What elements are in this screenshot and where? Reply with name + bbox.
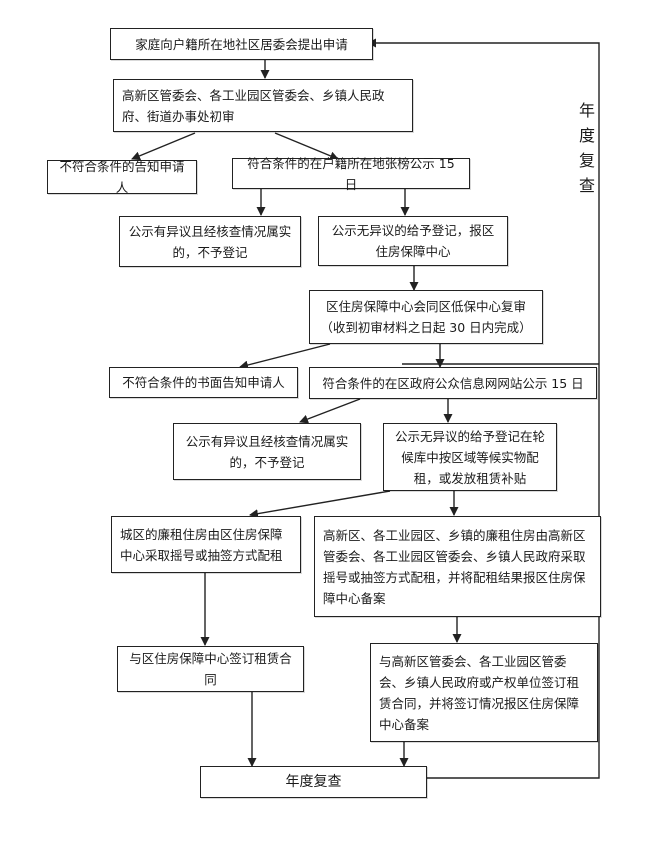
node-district-review: 区住房保障中心会同区低保中心复审（收到初审材料之日起 30 日内完成） — [309, 290, 543, 344]
arrow-review-to-reject — [131, 132, 196, 161]
node-reject-notify: 不符合条件的告知申请人 — [47, 159, 197, 195]
node-publicize-local-text: 符合条件的在户籍所在地张榜公示 15 日 — [247, 155, 455, 192]
node-first-review-text: 高新区管委会、各工业园区管委会、乡镇人民政府、街道办事处初审 — [122, 87, 385, 124]
node-annual-review-text: 年度复查 — [285, 773, 342, 790]
node-district-review-text: 区住房保障中心会同区低保中心复审（收到初审材料之日起 30 日内完成） — [320, 299, 532, 335]
node-city-allocation-text: 城区的廉租住房由区住房保障中心采取摇号或抽签方式配租 — [120, 526, 283, 563]
node-objection-reject-2-text: 公示有异议且经核查情况属实的，不予登记 — [185, 433, 349, 470]
node-apply-text: 家庭向户籍所在地社区居委会提出申请 — [135, 36, 348, 52]
node-objection-reject-2: 公示有异议且经核查情况属实的，不予登记 — [173, 423, 361, 480]
arrow-review-to-publicize — [274, 132, 339, 161]
node-publicize-web: 符合条件的在区政府公众信息网网站公示 15 日 — [309, 367, 597, 399]
node-town-contract-text: 与高新区管委会、各工业园区管委会、乡镇人民政府或产权单位签订租赁合同，并将签订情… — [379, 653, 580, 732]
loop-label: 年度复查 — [578, 101, 595, 195]
node-city-allocation: 城区的廉租住房由区住房保障中心采取摇号或抽签方式配租 — [111, 516, 301, 573]
node-town-contract: 与高新区管委会、各工业园区管委会、乡镇人民政府或产权单位签订租赁合同，并将签订情… — [370, 643, 598, 742]
node-written-reject-text: 不符合条件的书面告知申请人 — [122, 375, 285, 390]
node-publicize-local: 符合条件的在户籍所在地张榜公示 15 日 — [232, 156, 470, 192]
arrow-district-to-written-reject — [239, 343, 331, 370]
arrow-web-to-objection-2 — [299, 398, 361, 424]
node-no-objection-register-2: 公示无异议的给予登记在轮候库中按区域等候实物配租，或发放租赁补贴 — [383, 423, 557, 491]
node-city-contract: 与区住房保障中心签订租赁合同 — [117, 646, 304, 692]
node-town-allocation: 高新区、各工业园区、乡镇的廉租住房由高新区管委会、各工业园区管委会、乡镇人民政府… — [314, 516, 601, 617]
node-no-objection-register-1-text: 公示无异议的给予登记，报区住房保障中心 — [331, 223, 495, 259]
node-annual-review: 年度复查 — [200, 766, 427, 798]
node-city-contract-text: 与区住房保障中心签订租赁合同 — [129, 651, 292, 687]
node-written-reject: 不符合条件的书面告知申请人 — [109, 367, 298, 398]
node-objection-reject-1: 公示有异议且经核查情况属实的，不予登记 — [119, 216, 301, 267]
node-no-objection-register-1: 公示无异议的给予登记，报区住房保障中心 — [318, 216, 508, 266]
annual-review-loop-line — [367, 38, 600, 779]
node-no-objection-register-2-text: 公示无异议的给予登记在轮候库中按区域等候实物配租，或发放租赁补贴 — [394, 428, 545, 486]
node-reject-notify-text: 不符合条件的告知申请人 — [59, 159, 185, 195]
node-publicize-web-text: 符合条件的在区政府公众信息网网站公示 15 日 — [322, 375, 584, 391]
node-town-allocation-text: 高新区、各工业园区、乡镇的廉租住房由高新区管委会、各工业园区管委会、乡镇人民政府… — [323, 527, 586, 606]
node-apply: 家庭向户籍所在地社区居委会提出申请 — [110, 28, 373, 60]
arrow-register-to-city-allocation — [249, 490, 391, 519]
node-objection-reject-1-text: 公示有异议且经核查情况属实的，不予登记 — [128, 223, 292, 260]
node-first-review: 高新区管委会、各工业园区管委会、乡镇人民政府、街道办事处初审 — [113, 79, 413, 132]
